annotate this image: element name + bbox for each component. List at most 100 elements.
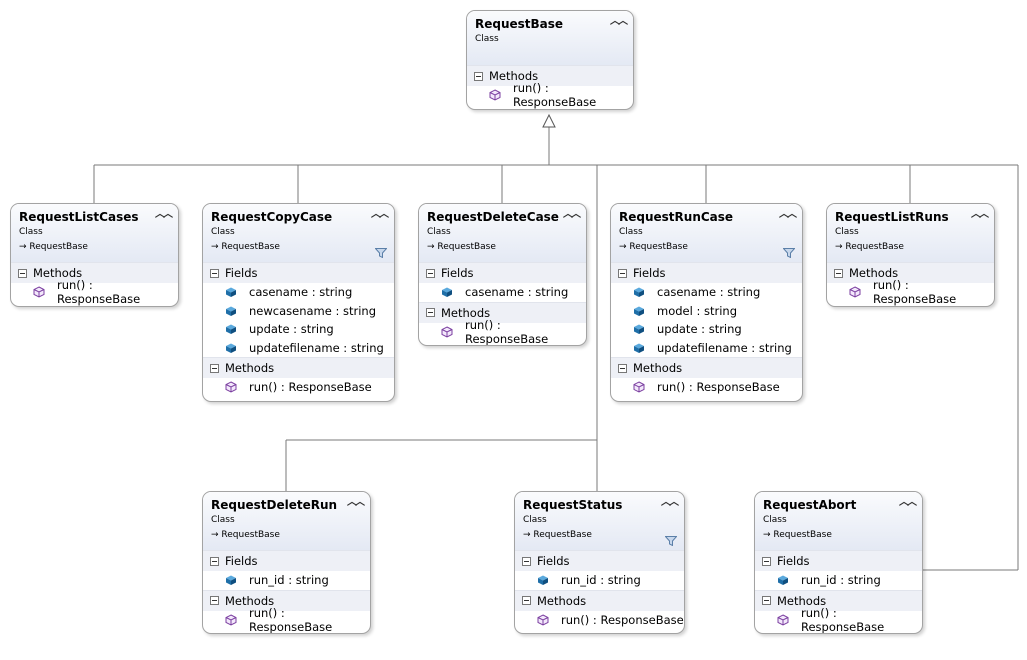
field-label: update : string bbox=[657, 322, 742, 337]
double-chevron-up-icon[interactable]: ︿︿ bbox=[371, 209, 389, 220]
methods-section-header[interactable]: Methods bbox=[419, 301, 586, 323]
method-cube-icon bbox=[849, 286, 861, 298]
collapse-minus-icon[interactable] bbox=[426, 268, 435, 278]
method-item[interactable]: run() : ResponseBase bbox=[419, 318, 586, 345]
field-cube-icon bbox=[226, 306, 236, 316]
inherit-arrow-icon: → bbox=[763, 530, 771, 540]
collapse-minus-icon[interactable] bbox=[522, 556, 531, 566]
filter-icon[interactable] bbox=[665, 536, 677, 546]
field-item[interactable]: updatefilename : string bbox=[611, 339, 802, 358]
methods-section-header[interactable]: Methods bbox=[515, 589, 684, 611]
field-item[interactable]: update : string bbox=[611, 320, 802, 339]
field-item[interactable]: run_id : string bbox=[203, 571, 370, 590]
field-label: newcasename : string bbox=[249, 303, 377, 318]
method-label: run() : ResponseBase bbox=[249, 605, 333, 634]
filter-icon[interactable] bbox=[783, 248, 795, 258]
fields-section-header[interactable]: Fields bbox=[755, 550, 922, 571]
collapse-minus-icon[interactable] bbox=[426, 308, 435, 317]
double-chevron-up-icon[interactable]: ︿︿ bbox=[779, 209, 797, 220]
double-chevron-up-icon[interactable]: ︿︿ bbox=[661, 497, 679, 508]
double-chevron-up-icon[interactable]: ︿︿ bbox=[347, 497, 365, 508]
method-item[interactable]: run() : ResponseBase bbox=[515, 611, 684, 630]
methods-section-header[interactable]: Methods bbox=[203, 589, 370, 611]
field-item[interactable]: run_id : string bbox=[755, 571, 922, 590]
field-item[interactable]: casename : string bbox=[419, 283, 586, 302]
fields-section-header[interactable]: Fields bbox=[611, 262, 802, 283]
method-label: run() : ResponseBase bbox=[465, 317, 549, 346]
methods-section-header[interactable]: Methods bbox=[203, 357, 394, 378]
class-request-copy-case[interactable]: RequestCopyCase Class → RequestBase ︿︿ F… bbox=[202, 203, 395, 402]
class-request-delete-run[interactable]: RequestDeleteRun Class → RequestBase ︿︿ … bbox=[202, 491, 371, 634]
method-item[interactable]: run() : ResponseBase bbox=[203, 378, 394, 397]
base-class-label: RequestBase bbox=[221, 530, 280, 540]
collapse-minus-icon[interactable] bbox=[474, 71, 483, 81]
section-label: Methods bbox=[33, 266, 83, 280]
filter-icon[interactable] bbox=[375, 248, 387, 258]
methods-section-header[interactable]: Methods bbox=[11, 262, 178, 283]
collapse-minus-icon[interactable] bbox=[18, 268, 27, 278]
field-item[interactable]: update : string bbox=[203, 320, 394, 339]
field-label: run_id : string bbox=[249, 573, 329, 588]
methods-section-header[interactable]: Methods bbox=[611, 357, 802, 378]
section-label: Methods bbox=[537, 593, 587, 608]
section-label: Fields bbox=[225, 266, 258, 280]
field-item[interactable]: casename : string bbox=[203, 283, 394, 302]
class-name: RequestRunCase bbox=[619, 210, 734, 224]
fields-section-header[interactable]: Fields bbox=[203, 550, 370, 571]
methods-section-header[interactable]: Methods bbox=[467, 65, 633, 86]
field-item[interactable]: model : string bbox=[611, 302, 802, 321]
double-chevron-up-icon[interactable]: ︿︿ bbox=[899, 497, 917, 508]
field-item[interactable]: run_id : string bbox=[515, 571, 684, 590]
class-name: RequestListRuns bbox=[835, 210, 949, 224]
collapse-minus-icon[interactable] bbox=[522, 596, 531, 605]
class-request-abort[interactable]: RequestAbort Class → RequestBase ︿︿ Fiel… bbox=[754, 491, 923, 634]
collapse-minus-icon[interactable] bbox=[762, 556, 771, 566]
field-label: update : string bbox=[249, 322, 334, 337]
method-item[interactable]: run() : ResponseBase bbox=[11, 278, 178, 306]
collapse-minus-icon[interactable] bbox=[210, 268, 219, 278]
base-class-label: RequestBase bbox=[629, 242, 688, 252]
fields-section-header[interactable]: Fields bbox=[515, 550, 684, 571]
collapse-minus-icon[interactable] bbox=[618, 363, 627, 373]
method-item[interactable]: run() : ResponseBase bbox=[467, 81, 633, 109]
collapse-minus-icon[interactable] bbox=[834, 268, 843, 278]
method-cube-icon bbox=[777, 614, 789, 626]
collapse-minus-icon[interactable] bbox=[618, 268, 627, 278]
field-item[interactable]: updatefilename : string bbox=[203, 339, 394, 358]
class-request-delete-case[interactable]: RequestDeleteCase Class → RequestBase ︿︿… bbox=[418, 203, 587, 346]
class-type: Class bbox=[763, 515, 787, 525]
method-item[interactable]: run() : ResponseBase bbox=[827, 278, 994, 306]
class-request-list-cases[interactable]: RequestListCases Class → RequestBase ︿︿ … bbox=[10, 203, 179, 307]
double-chevron-up-icon[interactable]: ︿︿ bbox=[971, 209, 989, 220]
double-chevron-up-icon[interactable]: ︿︿ bbox=[610, 16, 628, 27]
collapse-minus-icon[interactable] bbox=[210, 363, 219, 373]
method-item[interactable]: run() : ResponseBase bbox=[203, 606, 370, 633]
class-request-status[interactable]: RequestStatus Class → RequestBase ︿︿ Fie… bbox=[514, 491, 685, 634]
methods-section-header[interactable]: Methods bbox=[755, 589, 922, 611]
field-item[interactable]: casename : string bbox=[611, 283, 802, 302]
double-chevron-up-icon[interactable]: ︿︿ bbox=[155, 209, 173, 220]
base-class-label: RequestBase bbox=[437, 242, 496, 252]
class-request-run-case[interactable]: RequestRunCase Class → RequestBase ︿︿ Fi… bbox=[610, 203, 803, 402]
methods-section-header[interactable]: Methods bbox=[827, 262, 994, 283]
double-chevron-up-icon[interactable]: ︿︿ bbox=[563, 209, 581, 220]
method-item[interactable]: run() : ResponseBase bbox=[755, 606, 922, 633]
collapse-minus-icon[interactable] bbox=[762, 596, 771, 605]
field-cube-icon bbox=[634, 343, 644, 353]
field-cube-icon bbox=[442, 287, 452, 298]
collapse-minus-icon[interactable] bbox=[210, 556, 219, 566]
method-cube-icon bbox=[33, 286, 45, 298]
field-cube-icon bbox=[634, 306, 644, 316]
base-class-label: RequestBase bbox=[29, 242, 88, 252]
base-class: → RequestBase bbox=[211, 529, 362, 541]
fields-section-header[interactable]: Fields bbox=[203, 262, 394, 283]
collapse-minus-icon[interactable] bbox=[210, 596, 219, 605]
fields-section-header[interactable]: Fields bbox=[419, 262, 586, 283]
class-request-list-runs[interactable]: RequestListRuns Class → RequestBase ︿︿ M… bbox=[826, 203, 995, 307]
field-item[interactable]: newcasename : string bbox=[203, 302, 394, 321]
inherit-arrow-icon: → bbox=[427, 242, 435, 252]
class-request-base[interactable]: RequestBase Class ︿︿ Methods run() : Res… bbox=[466, 10, 634, 110]
method-item[interactable]: run() : ResponseBase bbox=[611, 378, 802, 397]
section-label: Methods bbox=[849, 266, 899, 280]
method-cube-icon bbox=[225, 381, 237, 393]
